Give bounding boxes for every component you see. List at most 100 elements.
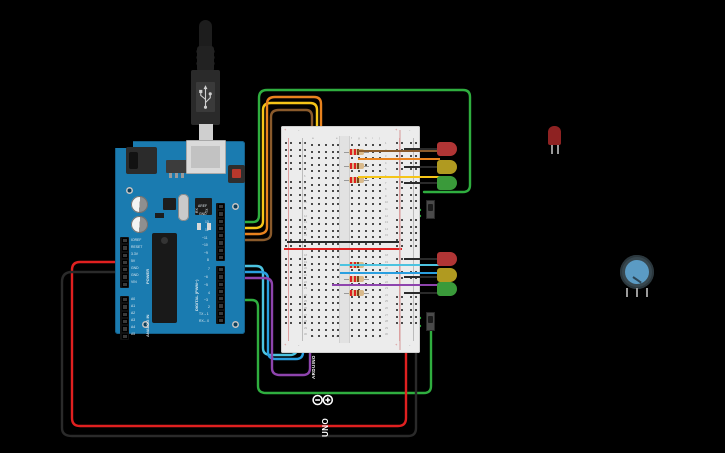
reset-button[interactable] [228, 165, 245, 183]
hole-b18[interactable] [318, 256, 320, 259]
rail-left-negative-hole[interactable] [304, 232, 306, 235]
hole-c30[interactable] [325, 335, 327, 338]
hole-f5[interactable] [351, 170, 353, 173]
pin-9[interactable] [217, 247, 224, 253]
rail-right-positive-hole[interactable] [396, 161, 398, 164]
hole-h30[interactable] [365, 335, 367, 338]
rail-left-negative-hole[interactable] [304, 200, 306, 203]
rail-right-positive-hole[interactable] [396, 206, 398, 209]
hole-c25[interactable] [325, 302, 327, 305]
rail-right-positive-hole[interactable] [396, 148, 398, 151]
hole-e2[interactable] [337, 150, 339, 153]
rail-left-negative-hole[interactable] [299, 148, 301, 151]
hole-j9[interactable] [379, 196, 381, 199]
rail-left-positive-hole[interactable] [290, 142, 292, 144]
rail-left-positive-hole[interactable] [285, 142, 287, 144]
hole-a4[interactable] [311, 163, 313, 166]
hole-f16[interactable] [351, 243, 353, 245]
hole-i19[interactable] [372, 262, 374, 265]
rail-left-positive-hole[interactable] [290, 180, 292, 183]
hole-f29[interactable] [351, 328, 353, 331]
hole-g25[interactable] [358, 302, 360, 305]
pushbutton-bottom[interactable] [426, 312, 435, 331]
rail-right-negative-hole[interactable] [410, 180, 412, 183]
rail-right-negative-hole[interactable] [410, 270, 412, 273]
rail-right-positive-hole[interactable] [396, 232, 398, 235]
hole-h7[interactable] [365, 183, 367, 186]
rail-right-negative-hole[interactable] [410, 187, 412, 190]
hole-h24[interactable] [365, 295, 367, 298]
rail-left-negative-hole[interactable] [299, 257, 301, 260]
hole-j18[interactable] [379, 256, 381, 259]
hole-a3[interactable] [311, 157, 313, 160]
hole-d15[interactable] [332, 236, 334, 239]
rail-right-positive-hole[interactable] [401, 232, 403, 235]
hole-c22[interactable] [325, 282, 327, 285]
hole-b5[interactable] [318, 170, 320, 173]
hole-b10[interactable] [318, 203, 320, 206]
hole-j25[interactable] [379, 302, 381, 305]
hole-h27[interactable] [365, 315, 367, 318]
rail-right-positive-hole[interactable] [401, 257, 403, 260]
pin-gnd-2[interactable] [121, 274, 128, 280]
rail-left-positive-hole[interactable] [285, 257, 287, 260]
rail-left-positive-hole[interactable] [290, 155, 292, 158]
hole-d24[interactable] [332, 295, 334, 298]
hole-b19[interactable] [318, 262, 320, 265]
hole-g24[interactable] [358, 295, 360, 298]
hole-c1[interactable] [325, 144, 327, 146]
hole-c29[interactable] [325, 328, 327, 331]
hole-c6[interactable] [325, 177, 327, 179]
hole-j28[interactable] [379, 322, 381, 325]
wire-blue-to-led-yellow-bottom[interactable] [340, 272, 440, 275]
hole-c19[interactable] [325, 262, 327, 265]
hole-b4[interactable] [318, 163, 320, 166]
hole-e18[interactable] [337, 256, 339, 259]
hole-a5[interactable] [311, 170, 313, 173]
hole-b13[interactable] [318, 223, 320, 226]
pushbutton-top[interactable] [426, 200, 435, 219]
hole-i11[interactable] [372, 210, 374, 212]
rail-left-positive-hole[interactable] [290, 296, 292, 298]
hole-b28[interactable] [318, 322, 320, 325]
rail-left-negative-hole[interactable] [304, 142, 306, 144]
hole-f8[interactable] [351, 190, 353, 193]
hole-j16[interactable] [379, 243, 381, 245]
rail-left-positive-hole[interactable] [290, 315, 292, 318]
hole-i5[interactable] [372, 170, 374, 173]
led-red-loose[interactable] [548, 126, 561, 145]
led-green-bottom[interactable] [437, 282, 457, 296]
hole-g15[interactable] [358, 236, 360, 239]
hole-e27[interactable] [337, 315, 339, 318]
hole-e26[interactable] [337, 309, 339, 311]
rail-left-negative-hole[interactable] [299, 232, 301, 235]
rail-right-negative-hole[interactable] [410, 142, 412, 144]
hole-f24[interactable] [351, 295, 353, 298]
rail-left-negative-hole[interactable] [304, 219, 306, 221]
rail-right-positive-hole[interactable] [396, 200, 398, 203]
rail-right-positive-hole[interactable] [401, 270, 403, 273]
hole-b27[interactable] [318, 315, 320, 318]
hole-c14[interactable] [325, 229, 327, 232]
rail-right-negative-hole[interactable] [410, 302, 412, 305]
rail-left-negative-hole[interactable] [304, 322, 306, 325]
hole-h15[interactable] [365, 236, 367, 239]
hole-d7[interactable] [332, 183, 334, 186]
hole-g27[interactable] [358, 315, 360, 318]
rail-left-negative-hole[interactable] [299, 296, 301, 298]
hole-e19[interactable] [337, 262, 339, 265]
hole-f18[interactable] [351, 256, 353, 259]
digital-header-top[interactable] [216, 203, 225, 261]
hole-c27[interactable] [325, 315, 327, 318]
hole-d17[interactable] [332, 249, 334, 252]
pin-aref[interactable] [217, 204, 224, 210]
hole-e25[interactable] [337, 302, 339, 305]
rail-right-negative-hole[interactable] [415, 187, 417, 190]
hole-f28[interactable] [351, 322, 353, 325]
rail-left-positive-hole[interactable] [290, 219, 292, 221]
rail-left-positive-hole[interactable] [285, 232, 287, 235]
rail-left-negative-hole[interactable] [304, 225, 306, 228]
hole-b1[interactable] [318, 144, 320, 146]
hole-a8[interactable] [311, 190, 313, 193]
hole-c3[interactable] [325, 157, 327, 160]
